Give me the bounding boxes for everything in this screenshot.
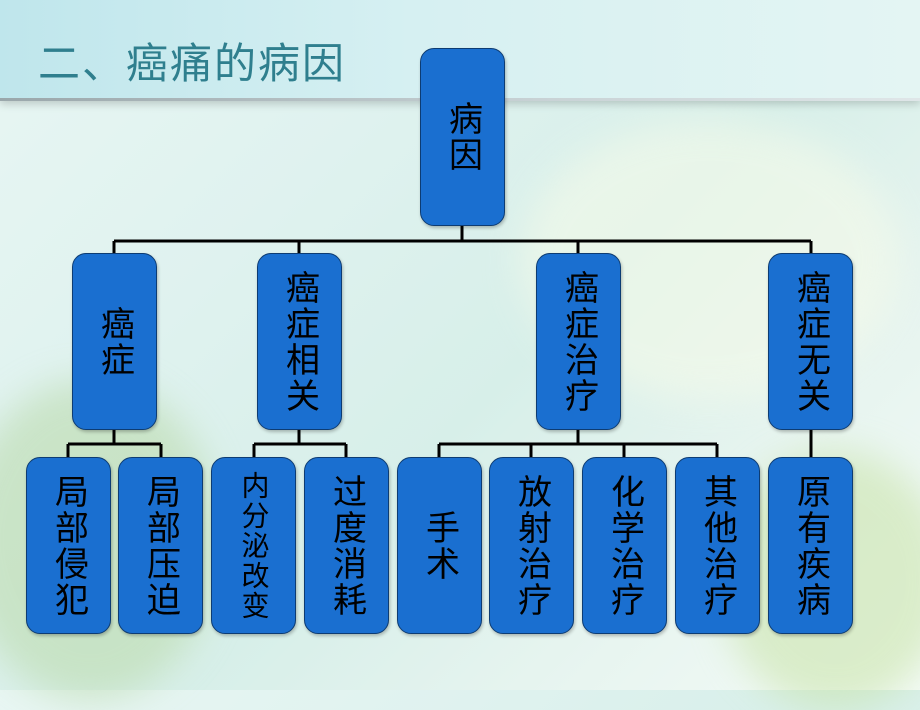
node-cancer-treatment: 癌症治疗 (536, 253, 621, 430)
slide-title: 二、癌痛的病因 (38, 39, 347, 88)
node-root-cause: 病因 (420, 48, 505, 226)
node-endocrine-change: 内分泌改变 (211, 457, 296, 634)
node-label: 内分泌改变 (237, 470, 271, 621)
node-label: 癌症相关 (279, 269, 320, 414)
node-preexisting-disease: 原有疾病 (768, 457, 853, 634)
node-other-treatment: 其他治疗 (675, 457, 760, 634)
node-label: 手术 (419, 509, 460, 582)
node-label: 原有疾病 (790, 473, 831, 618)
node-label: 局部侵犯 (48, 473, 89, 618)
node-label: 病因 (442, 101, 483, 173)
node-label: 癌症 (94, 305, 135, 378)
node-local-compression: 局部压迫 (118, 457, 203, 634)
node-label: 其他治疗 (697, 473, 738, 618)
node-local-invasion: 局部侵犯 (26, 457, 111, 634)
node-cancer: 癌症 (72, 253, 157, 430)
node-radiotherapy: 放射治疗 (489, 457, 574, 634)
node-surgery: 手术 (397, 457, 482, 634)
node-label: 放射治疗 (511, 473, 552, 618)
node-cancer-unrelated: 癌症无关 (768, 253, 853, 430)
node-cancer-related: 癌症相关 (257, 253, 342, 430)
node-label: 癌症治疗 (558, 269, 599, 414)
node-chemotherapy: 化学治疗 (582, 457, 667, 634)
node-label: 过度消耗 (326, 473, 367, 618)
node-label: 癌症无关 (790, 269, 831, 414)
node-overconsumption: 过度消耗 (304, 457, 389, 634)
node-label: 化学治疗 (604, 473, 645, 618)
node-label: 局部压迫 (140, 473, 181, 618)
connector-lines (66, 226, 813, 457)
